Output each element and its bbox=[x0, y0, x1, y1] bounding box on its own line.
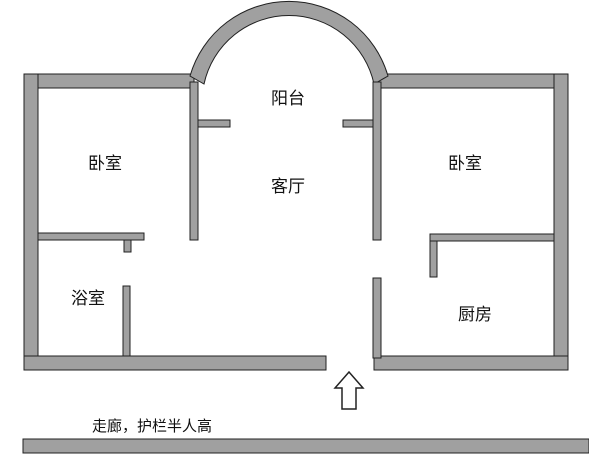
room-label-bedroom-left: 卧室 bbox=[88, 154, 122, 174]
room-label-bathroom: 浴室 bbox=[71, 289, 105, 309]
wall-balcony-stub-left bbox=[197, 119, 231, 128]
corridor-railing bbox=[22, 438, 589, 454]
outer-walls bbox=[23, 0, 569, 371]
room-label-bedroom-right: 卧室 bbox=[448, 154, 482, 174]
room-label-living-room: 客厅 bbox=[271, 177, 305, 197]
wall-top-left bbox=[23, 73, 195, 89]
balcony-arch bbox=[189, 0, 389, 85]
room-label-balcony: 阳台 bbox=[271, 89, 305, 109]
interior-walls bbox=[37, 81, 555, 359]
wall-balcony-stub-right bbox=[342, 119, 374, 128]
wall-bathroom-right bbox=[122, 285, 131, 357]
wall-bathroom-stub bbox=[123, 239, 132, 253]
wall-left bbox=[23, 73, 39, 371]
wall-bottom-right bbox=[373, 355, 569, 371]
wall-top-right bbox=[376, 73, 569, 89]
wall-right bbox=[553, 73, 569, 371]
wall-partition-right bbox=[372, 81, 382, 241]
wall-kitchen-left bbox=[372, 277, 382, 359]
corridor-caption: 走廊，护栏半人高 bbox=[92, 417, 212, 435]
wall-partition-left bbox=[189, 81, 199, 241]
wall-kitchen-top bbox=[429, 233, 555, 242]
wall-bathroom-top bbox=[37, 232, 145, 241]
room-label-kitchen: 厨房 bbox=[458, 305, 492, 325]
wall-bottom-left bbox=[23, 355, 327, 371]
up-arrow-icon bbox=[333, 370, 365, 410]
wall-kitchen-stub bbox=[429, 240, 438, 278]
